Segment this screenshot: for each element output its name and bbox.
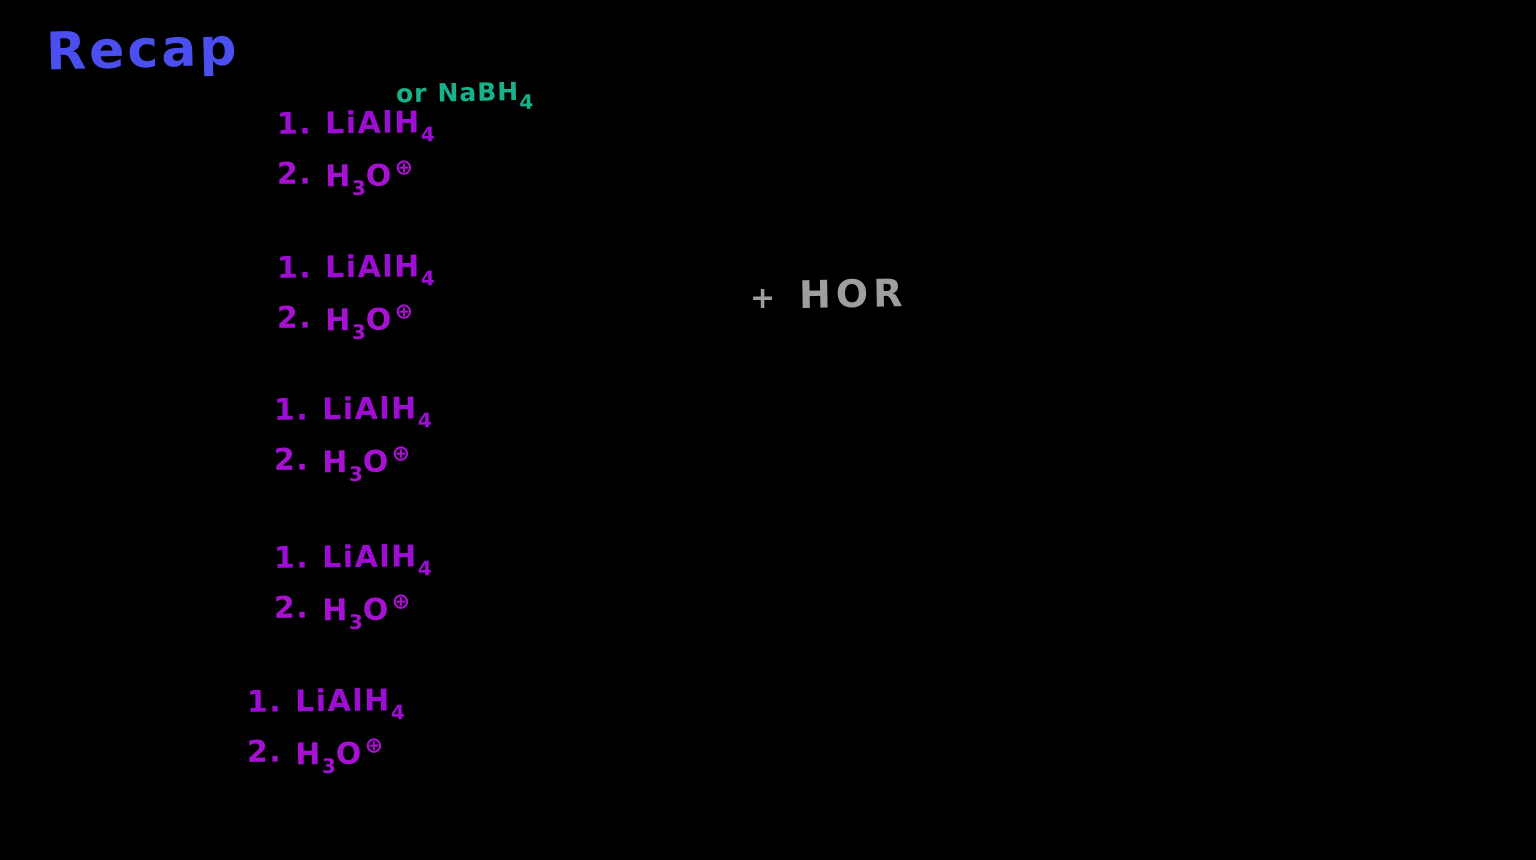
reagent-group-1: 1. LiAlH4 2. H3O⊕ bbox=[277, 105, 435, 207]
step-number: 1. bbox=[273, 392, 310, 428]
step-h3o: 2. H3O⊕ bbox=[277, 155, 435, 207]
lialh4-formula: LiAlH4 bbox=[322, 391, 432, 433]
formula-main: LiAlH bbox=[295, 683, 391, 720]
plus-sign: + bbox=[750, 281, 776, 316]
lialh4-formula: LiAlH4 bbox=[325, 249, 435, 291]
step-h3o: 2. H3O⊕ bbox=[274, 441, 432, 493]
step-lialh4: 1. LiAlH4 bbox=[274, 391, 432, 443]
step-number: 2. bbox=[276, 156, 313, 192]
alt-reagent-prefix: or bbox=[395, 78, 428, 109]
h3o-formula: H3O⊕ bbox=[295, 733, 383, 778]
hor-formula: HOR bbox=[798, 271, 908, 317]
h3o-formula: H3O⊕ bbox=[322, 589, 410, 634]
formula-main: O bbox=[365, 302, 393, 338]
h3o-formula: H3O⊕ bbox=[322, 441, 410, 486]
step-number: 2. bbox=[273, 442, 310, 478]
step-number: 1. bbox=[276, 250, 313, 286]
lialh4-formula: LiAlH4 bbox=[295, 683, 405, 725]
formula-subscript: 4 bbox=[417, 408, 432, 433]
positive-charge-icon: ⊕ bbox=[394, 155, 414, 181]
formula-main: O bbox=[335, 736, 363, 772]
page-title: Recap bbox=[45, 17, 241, 83]
step-number: 2. bbox=[246, 734, 283, 770]
positive-charge-icon: ⊕ bbox=[391, 441, 411, 467]
formula-main: O bbox=[362, 592, 390, 628]
formula-subscript: 4 bbox=[420, 266, 435, 291]
lialh4-formula: LiAlH4 bbox=[325, 105, 435, 147]
formula-main: H bbox=[325, 159, 353, 195]
step-lialh4: 1. LiAlH4 bbox=[277, 249, 435, 301]
h3o-formula: H3O⊕ bbox=[325, 299, 413, 344]
step-lialh4: 1. LiAlH4 bbox=[274, 539, 432, 591]
formula-main: H bbox=[295, 737, 323, 773]
formula-main: H bbox=[322, 593, 350, 629]
reagent-group-3: 1. LiAlH4 2. H3O⊕ bbox=[274, 391, 432, 493]
formula-main: H bbox=[325, 303, 353, 339]
step-number: 1. bbox=[273, 540, 310, 576]
formula-main: O bbox=[365, 158, 393, 194]
formula-main: LiAlH bbox=[322, 539, 418, 576]
formula-main: NaBH bbox=[437, 77, 520, 108]
step-h3o: 2. H3O⊕ bbox=[247, 733, 405, 785]
step-number: 1. bbox=[276, 106, 313, 142]
step-number: 1. bbox=[246, 684, 283, 720]
step-lialh4: 1. LiAlH4 bbox=[247, 683, 405, 735]
reagent-group-4: 1. LiAlH4 2. H3O⊕ bbox=[274, 539, 432, 641]
formula-main: LiAlH bbox=[325, 105, 421, 142]
formula-subscript: 4 bbox=[420, 122, 435, 147]
formula-subscript: 3 bbox=[321, 753, 337, 779]
formula-main: LiAlH bbox=[325, 249, 421, 286]
step-lialh4: 1. LiAlH4 bbox=[277, 105, 435, 157]
lialh4-formula: LiAlH4 bbox=[322, 539, 432, 581]
formula-subscript: 3 bbox=[348, 461, 364, 487]
positive-charge-icon: ⊕ bbox=[364, 733, 384, 759]
formula-subscript: 4 bbox=[519, 89, 534, 115]
positive-charge-icon: ⊕ bbox=[391, 589, 411, 615]
byproduct-note: + HOR bbox=[750, 271, 908, 317]
formula-subscript: 4 bbox=[390, 700, 405, 725]
formula-main: O bbox=[362, 444, 390, 480]
formula-subscript: 4 bbox=[417, 556, 432, 581]
formula-subscript: 3 bbox=[351, 319, 367, 345]
positive-charge-icon: ⊕ bbox=[394, 299, 414, 325]
formula-main: LiAlH bbox=[322, 391, 418, 428]
formula-subscript: 3 bbox=[348, 609, 364, 635]
step-number: 2. bbox=[276, 300, 313, 336]
reagent-group-2: 1. LiAlH4 2. H3O⊕ bbox=[277, 249, 435, 351]
nabh4-formula: NaBH4 bbox=[437, 77, 533, 114]
formula-main: H bbox=[322, 445, 350, 481]
reagent-group-5: 1. LiAlH4 2. H3O⊕ bbox=[247, 683, 405, 785]
h3o-formula: H3O⊕ bbox=[325, 155, 413, 200]
step-h3o: 2. H3O⊕ bbox=[277, 299, 435, 351]
step-h3o: 2. H3O⊕ bbox=[274, 589, 432, 641]
formula-subscript: 3 bbox=[351, 175, 367, 201]
step-number: 2. bbox=[273, 590, 310, 626]
